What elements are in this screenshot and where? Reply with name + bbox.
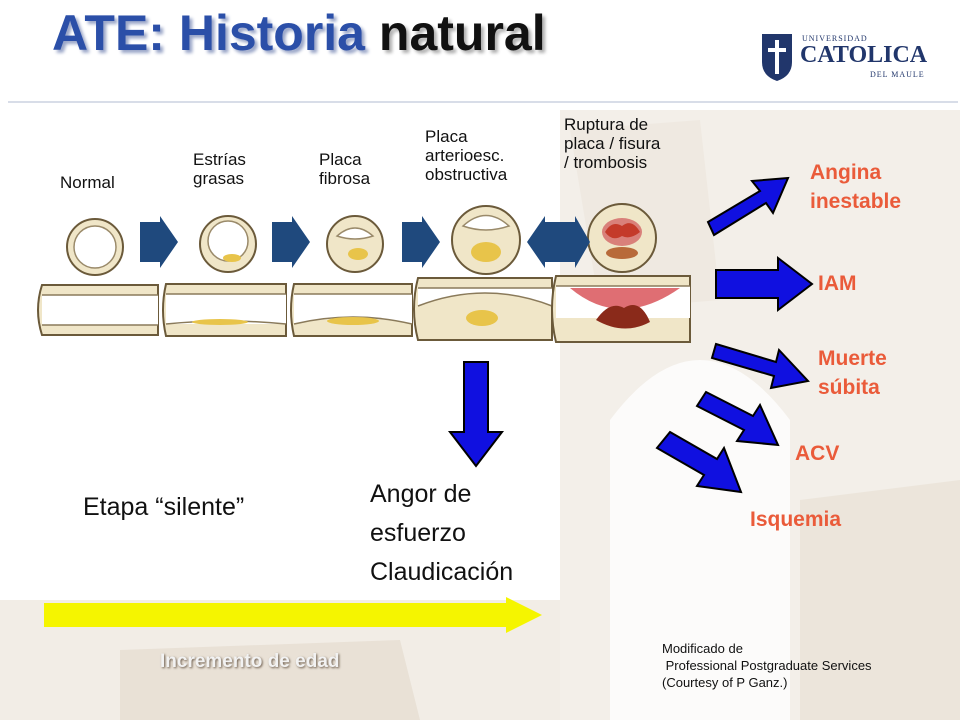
- arrow-to-iam: [715, 255, 814, 313]
- vessel-obstructive-plaque: [413, 277, 553, 341]
- outcome-isquemia: Isquemia: [750, 508, 842, 531]
- stage-arrow-back: [527, 216, 562, 268]
- cross-shield-icon: [762, 34, 792, 81]
- page-title: ATE: Historia natural: [52, 4, 546, 62]
- stage-label-normal: Normal: [60, 173, 115, 192]
- cross-section-fibrous-plaque: [326, 215, 384, 273]
- outcome-angina-inestable: Angina inestable: [810, 161, 902, 213]
- cross-section-ruptured-plaque: [587, 203, 657, 273]
- source-credit: Modificado de Professional Postgraduate …: [662, 641, 872, 690]
- stage-label-plaque-rupture: Ruptura de placa / fisura / trombosis: [564, 115, 661, 172]
- vessel-normal: [37, 284, 159, 336]
- title-divider: [8, 101, 958, 103]
- logo-top-text: UNIVERSIDAD: [802, 34, 868, 43]
- stage-label-obstructive-plaque: Placa arterioesc. obstructiva: [425, 127, 508, 184]
- stage-arrow-1: [140, 216, 178, 268]
- arrow-to-angina: [706, 176, 790, 237]
- symptoms-label: Angor de esfuerzo Claudicación: [370, 480, 514, 586]
- vessel-ruptured-plaque: [551, 275, 691, 343]
- cross-section-obstructive-plaque: [451, 205, 521, 275]
- arrow-to-muerte-subita: [710, 342, 810, 390]
- vessel-fatty-streaks: [162, 283, 287, 337]
- title-part-2: natural: [378, 5, 546, 61]
- cross-section-fatty-streaks: [199, 215, 257, 273]
- cross-section-normal: [66, 218, 124, 276]
- university-logo: UNIVERSIDAD CATOLICA DEL MAULE: [760, 32, 930, 84]
- stage-label-fatty-streaks: Estrías grasas: [193, 150, 246, 188]
- stage-arrow-3: [402, 216, 440, 268]
- outcome-iam: IAM: [818, 272, 857, 295]
- logo-bottom-text: DEL MAULE: [870, 70, 925, 79]
- outcome-acv: ACV: [795, 442, 840, 465]
- arrow-to-isquemia: [655, 430, 743, 494]
- age-increase-label: Incremento de edad: [160, 651, 340, 672]
- silent-stage-label: Etapa “silente”: [83, 493, 245, 521]
- arrow-down-symptoms: [447, 361, 505, 468]
- title-part-1: ATE: Historia: [52, 5, 365, 61]
- stage-arrow-forward: [560, 216, 590, 268]
- outcome-muerte-subita: Muerte súbita: [818, 347, 887, 399]
- logo-main-text: CATOLICA: [800, 42, 928, 68]
- stage-arrow-2: [272, 216, 310, 268]
- stage-label-fibrous-plaque: Placa fibrosa: [319, 150, 371, 188]
- vessel-fibrous-plaque: [290, 283, 413, 337]
- arrow-to-acv: [695, 390, 780, 447]
